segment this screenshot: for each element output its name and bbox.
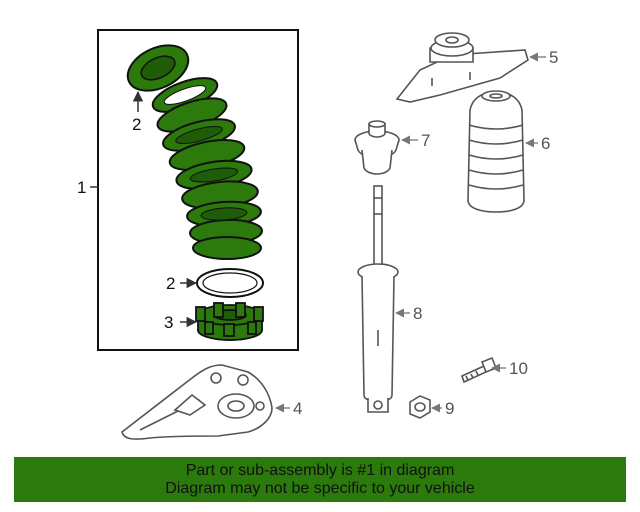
callout-1[interactable]: 1 (77, 178, 86, 197)
footer-banner: Part or sub-assembly is #1 in diagram Di… (14, 457, 626, 502)
callout-2-mid[interactable]: 2 (166, 274, 175, 293)
callout-9[interactable]: 9 (445, 399, 454, 418)
footer-line-2: Diagram may not be specific to your vehi… (165, 479, 475, 497)
callout-4[interactable]: 4 (293, 399, 302, 418)
shock-absorber[interactable] (357, 185, 399, 413)
dust-boot[interactable] (467, 90, 525, 213)
lower-spring-pad[interactable] (196, 268, 264, 298)
upper-spring-seat[interactable] (121, 36, 196, 99)
callout-6[interactable]: 6 (541, 134, 550, 153)
lower-arm[interactable] (121, 364, 273, 440)
callout-8[interactable]: 8 (413, 304, 422, 323)
coil-spring[interactable] (149, 71, 263, 260)
bump-stop[interactable] (354, 120, 400, 175)
lower-spring-seat[interactable] (195, 302, 264, 341)
callout-7[interactable]: 7 (421, 131, 430, 150)
callout-3[interactable]: 3 (164, 313, 173, 332)
upper-strut-mount[interactable] (395, 32, 529, 103)
assembly-box (97, 29, 299, 351)
footer-line-1: Part or sub-assembly is #1 in diagram (185, 461, 455, 479)
nut[interactable] (409, 395, 431, 419)
parts-diagram: 1 2 2 3 4 5 6 7 8 9 10 (77, 29, 558, 440)
callout-5[interactable]: 5 (549, 48, 558, 67)
bolt[interactable] (461, 356, 498, 384)
callout-10[interactable]: 10 (509, 359, 528, 378)
callout-2-top[interactable]: 2 (132, 115, 141, 134)
